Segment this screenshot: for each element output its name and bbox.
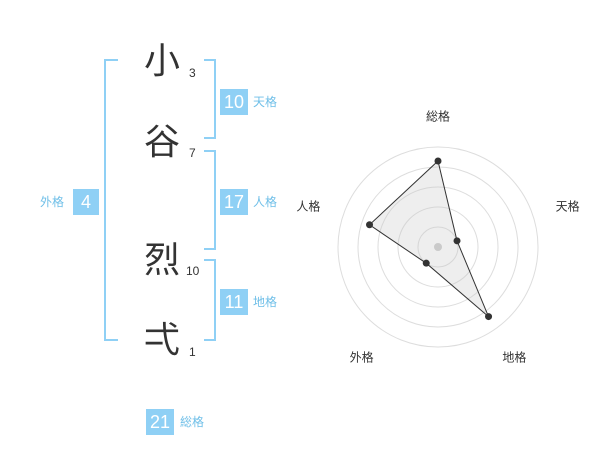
radar-ring-2	[397, 206, 479, 288]
name-char-4: 弌	[143, 320, 180, 361]
soukaku-label: 総格	[180, 415, 205, 429]
radar-ring-5	[337, 146, 539, 348]
stroke-count-4: 1	[189, 345, 196, 359]
radar-axis-label-2: 天格	[556, 198, 580, 213]
radar-ring-1	[417, 226, 459, 268]
jinkaku-label: 人格	[253, 195, 278, 209]
radar-ring-3	[377, 186, 499, 308]
tenkaku-bracket	[204, 59, 216, 139]
jinkaku-value: 17	[220, 189, 248, 215]
chikaku-bracket	[204, 259, 216, 341]
radar-series-polygon	[368, 160, 489, 317]
name-char-3: 烈	[143, 240, 180, 281]
jinkaku-bracket	[204, 150, 216, 250]
radar-axis-label-4: 外格	[350, 350, 374, 365]
tenkaku-label: 天格	[253, 95, 278, 109]
radar-point-4	[422, 259, 430, 267]
tenkaku-value: 10	[220, 89, 248, 115]
gaikaku-value: 4	[73, 189, 99, 215]
gaikaku-label: 外格	[40, 195, 65, 209]
radar-center-dot	[434, 243, 442, 251]
radar-point-5	[366, 221, 374, 229]
stroke-count-2: 7	[189, 146, 196, 160]
name-char-2: 谷	[143, 122, 180, 163]
chikaku-value: 11	[220, 289, 248, 315]
radar-axis-label-1: 総格	[426, 109, 450, 124]
name-char-1: 小	[143, 41, 180, 82]
stroke-count-3: 10	[186, 264, 200, 278]
radar-ring-4	[357, 166, 519, 328]
chikaku-label: 地格	[253, 295, 278, 309]
stroke-count-1: 3	[189, 66, 196, 80]
gaikaku-bracket	[104, 59, 118, 341]
soukaku-value: 21	[146, 409, 174, 435]
radar-point-1	[434, 157, 442, 165]
radar-point-2	[453, 237, 461, 245]
radar-axis-label-3: 地格	[502, 350, 526, 365]
radar-axis-label-5: 人格	[296, 198, 320, 213]
radar-point-3	[485, 313, 493, 321]
